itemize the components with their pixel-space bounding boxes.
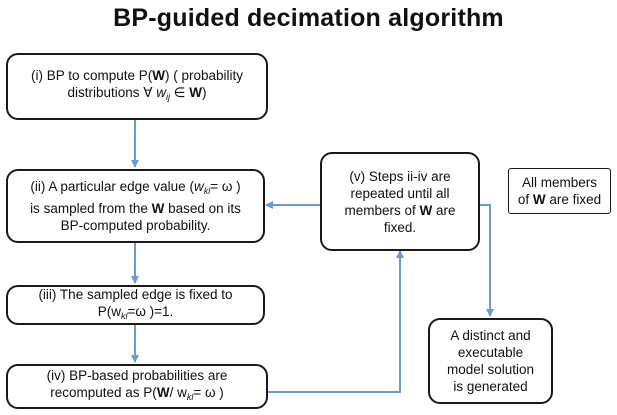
step-iv-box: (iv) BP-based probabilities are recomput…: [6, 364, 268, 409]
solution-box: A distinct and executable model solution…: [428, 318, 553, 404]
step-v-box: (v) Steps ii-iv are repeated until all m…: [320, 152, 480, 251]
step-iii-box: (iii) The sampled edge is fixed to P(wkl…: [6, 285, 265, 325]
diagram-title: BP-guided decimation algorithm: [113, 4, 504, 32]
all-fixed-box: All members of W are fixed: [508, 168, 611, 214]
step-ii-box: (ii) A particular edge value (wkl= ω ) i…: [6, 169, 265, 243]
arrow-v-to-solution: [480, 204, 494, 317]
step-i-box: (i) BP to compute P(W) ( probability dis…: [6, 53, 268, 120]
arrow-iv-to-v: [268, 250, 404, 393]
